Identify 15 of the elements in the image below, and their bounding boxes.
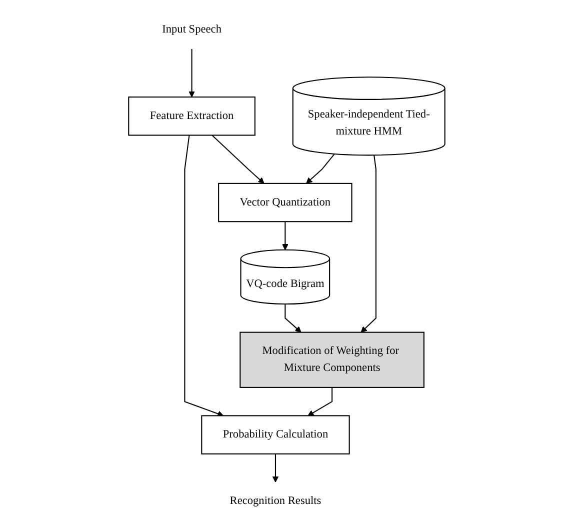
node-box: Vector Quantization [218,182,352,222]
arrow [272,454,278,482]
node-box: Feature Extraction [128,96,256,136]
arrow [307,387,332,416]
arrow [284,304,302,333]
node-text: Recognition Results [230,494,321,507]
node-box: Modification of Weighting for Mixture Components [239,332,424,388]
arrow [306,154,335,184]
arrow [211,134,264,184]
node-text: Input Speech [162,23,222,36]
arrow [184,135,224,417]
arrow [188,48,195,98]
node-box: Probability Calculation [200,415,350,454]
arrow [360,155,376,333]
arrow [282,222,288,250]
